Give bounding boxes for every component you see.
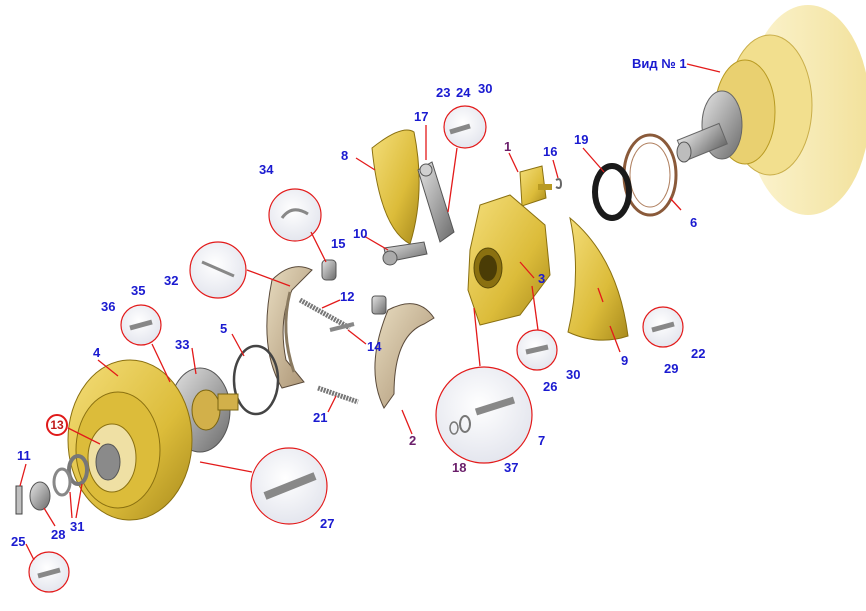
seal-ring-19[interactable] bbox=[592, 163, 632, 221]
callout-bubble-26-30[interactable] bbox=[516, 329, 558, 371]
label-part-2[interactable]: 2 bbox=[409, 433, 417, 448]
lock-plate-11[interactable] bbox=[15, 485, 23, 515]
label-part-17[interactable]: 17 bbox=[414, 109, 429, 124]
label-part-9[interactable]: 9 bbox=[621, 353, 629, 368]
label-part-24[interactable]: 24 bbox=[456, 85, 471, 100]
label-part-1[interactable]: 1 bbox=[504, 139, 512, 154]
callout-bubble-7-18-37[interactable] bbox=[435, 366, 533, 464]
label-part-27[interactable]: 27 bbox=[320, 516, 335, 531]
callout-bubble-27[interactable] bbox=[250, 447, 328, 525]
label-part-22[interactable]: 22 bbox=[691, 346, 706, 361]
bushing-15[interactable] bbox=[321, 259, 337, 281]
spring-16[interactable] bbox=[555, 178, 563, 189]
label-part-26[interactable]: 26 bbox=[543, 379, 558, 394]
dust-shield-9[interactable] bbox=[567, 216, 629, 341]
callout-bubble-25[interactable] bbox=[28, 551, 70, 593]
label-part-11[interactable]: 11 bbox=[17, 448, 31, 463]
label-part-29[interactable]: 29 bbox=[664, 361, 679, 376]
label-part-10[interactable]: 10 bbox=[353, 226, 368, 241]
label-part-19[interactable]: 19 bbox=[574, 132, 589, 147]
label-part-28[interactable]: 28 bbox=[51, 527, 66, 542]
label-part-21[interactable]: 21 bbox=[313, 410, 328, 425]
label-part-13-selected[interactable]: 13 bbox=[46, 414, 68, 436]
pin-14[interactable] bbox=[329, 322, 355, 332]
gasket-6[interactable] bbox=[622, 133, 678, 217]
label-part-33[interactable]: 33 bbox=[175, 337, 190, 352]
label-part-23[interactable]: 23 bbox=[436, 85, 451, 100]
brake-drum-4[interactable] bbox=[67, 359, 193, 521]
label-part-34[interactable]: 34 bbox=[259, 162, 274, 177]
nut-28[interactable] bbox=[29, 481, 51, 511]
label-part-16[interactable]: 16 bbox=[543, 144, 558, 159]
retaining-ring-5[interactable] bbox=[232, 344, 280, 416]
label-part-25[interactable]: 25 bbox=[11, 534, 26, 549]
label-part-15[interactable]: 15 bbox=[331, 236, 346, 251]
label-part-3[interactable]: 3 bbox=[538, 271, 546, 286]
label-part-6[interactable]: 6 bbox=[690, 215, 698, 230]
callout-bubble-23-24-30[interactable] bbox=[443, 105, 487, 149]
label-part-8[interactable]: 8 bbox=[341, 148, 349, 163]
spring-21[interactable] bbox=[317, 385, 359, 405]
callout-bubble-22-29[interactable] bbox=[642, 306, 684, 348]
bearing-rings-31[interactable] bbox=[52, 454, 89, 497]
label-part-30-top[interactable]: 30 bbox=[478, 81, 493, 96]
axle-housing[interactable] bbox=[676, 5, 866, 215]
label-part-12[interactable]: 12 bbox=[340, 289, 355, 304]
dust-shield-8[interactable] bbox=[371, 129, 420, 245]
label-part-30-bottom[interactable]: 30 bbox=[566, 367, 581, 382]
leader-lines bbox=[19, 63, 721, 561]
callout-bubble-32[interactable] bbox=[189, 241, 247, 299]
label-part-35[interactable]: 35 bbox=[131, 283, 146, 298]
spring-12[interactable] bbox=[298, 297, 352, 331]
label-part-7[interactable]: 7 bbox=[538, 433, 546, 448]
lever-1[interactable] bbox=[519, 165, 552, 207]
label-part-36[interactable]: 36 bbox=[101, 299, 116, 314]
label-part-18[interactable]: 18 bbox=[452, 460, 467, 475]
label-part-32[interactable]: 32 bbox=[164, 273, 179, 288]
brake-support-3[interactable] bbox=[467, 194, 551, 326]
brake-shoe-2[interactable] bbox=[371, 295, 435, 409]
label-view-1[interactable]: Вид № 1 bbox=[632, 56, 687, 71]
cam-lever-17[interactable] bbox=[417, 161, 455, 243]
brake-shoe-left[interactable] bbox=[266, 266, 313, 389]
camshaft-10[interactable] bbox=[382, 241, 428, 266]
label-part-14[interactable]: 14 bbox=[367, 339, 382, 354]
label-part-37[interactable]: 37 bbox=[504, 460, 519, 475]
label-part-31[interactable]: 31 bbox=[70, 519, 85, 534]
label-part-5[interactable]: 5 bbox=[220, 321, 228, 336]
label-part-4[interactable]: 4 bbox=[93, 345, 101, 360]
callout-bubble-35-36[interactable] bbox=[120, 304, 162, 346]
callout-bubble-34[interactable] bbox=[268, 188, 322, 242]
